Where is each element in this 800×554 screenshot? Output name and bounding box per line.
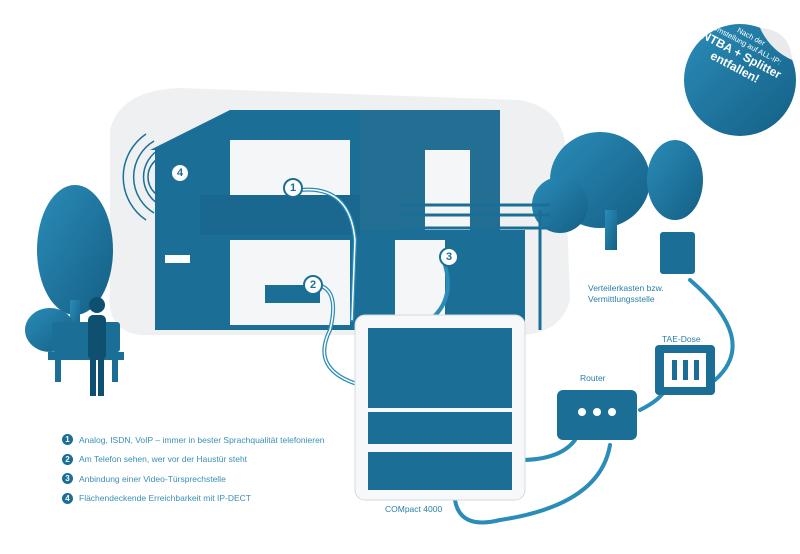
feature-legend: 1 Analog, ISDN, VoIP – immer in bester Sp… bbox=[62, 430, 325, 508]
dect-signal-icon bbox=[122, 133, 171, 221]
marker-2: 2 bbox=[303, 275, 323, 295]
legend-number: 1 bbox=[62, 434, 73, 446]
pbx-label: COMpact 4000 bbox=[385, 504, 443, 514]
router-device-icon bbox=[557, 390, 637, 440]
compact-4000-device-icon bbox=[354, 314, 526, 501]
bench-icon bbox=[48, 322, 124, 382]
legend-text: Analog, ISDN, VoIP – immer in bester Spr… bbox=[79, 434, 325, 445]
legend-item: 1 Analog, ISDN, VoIP – immer in bester Sp… bbox=[62, 430, 325, 450]
tae-label: TAE-Dose bbox=[662, 334, 701, 344]
legend-number: 2 bbox=[62, 453, 73, 465]
sticker-badge bbox=[678, 18, 800, 142]
house-icon bbox=[150, 110, 550, 330]
tae-socket-icon bbox=[655, 345, 715, 395]
marker-3: 3 bbox=[439, 247, 459, 267]
tree-right-icon bbox=[532, 132, 703, 250]
router-label: Router bbox=[580, 373, 606, 383]
distribution-box-icon bbox=[660, 232, 695, 274]
distribution-label: Verteilerkasten bzw. Vermittlungsstelle bbox=[588, 283, 664, 304]
legend-number: 4 bbox=[62, 492, 73, 504]
legend-item: 4 Flächendeckende Erreichbarkeit mit IP-D… bbox=[62, 489, 325, 509]
person-phoning-icon bbox=[88, 297, 106, 396]
marker-1: 1 bbox=[283, 178, 303, 198]
legend-item: 2 Am Telefon sehen, wer vor der Haustür s… bbox=[62, 450, 325, 470]
legend-text: Am Telefon sehen, wer vor der Haustür st… bbox=[79, 454, 248, 465]
legend-text: Flächendeckende Erreichbarkeit mit IP-DE… bbox=[79, 493, 251, 504]
legend-item: 3 Anbindung einer Video-Türsprechstelle bbox=[62, 469, 325, 489]
legend-number: 3 bbox=[62, 473, 73, 485]
marker-4: 4 bbox=[170, 163, 190, 183]
legend-text: Anbindung einer Video-Türsprechstelle bbox=[79, 473, 226, 484]
